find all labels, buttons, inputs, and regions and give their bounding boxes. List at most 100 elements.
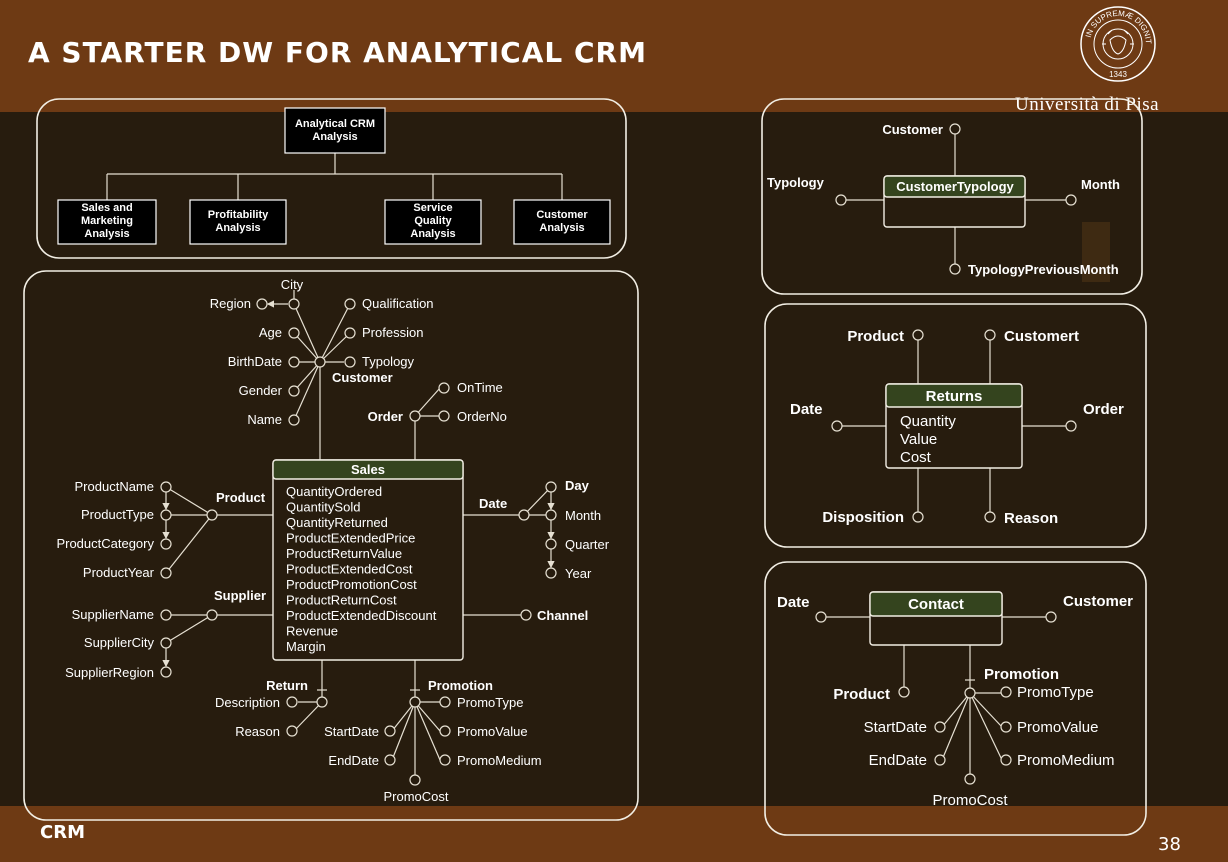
- attr-quarter: Quarter: [565, 537, 610, 552]
- attr-description: Description: [215, 695, 280, 710]
- attr-producttype: ProductType: [81, 507, 154, 522]
- university-seal-icon: IN SUPREMÆ DIGNITATIS 1343: [1078, 4, 1156, 82]
- co-customer: Customer: [1063, 593, 1133, 610]
- customer-typology-circles: [835, 123, 1077, 275]
- footer-label: CRM: [40, 822, 85, 843]
- attr-gender: Gender: [239, 383, 283, 398]
- attr-promotype: PromoType: [457, 695, 523, 710]
- attr-age: Age: [259, 325, 282, 340]
- measure-item: Revenue: [286, 624, 338, 639]
- header-band: [0, 0, 1228, 112]
- footer-band: [0, 806, 1228, 862]
- attr-suppliercity: SupplierCity: [84, 635, 155, 650]
- co-enddate: EndDate: [869, 752, 927, 769]
- attr-typology: Typology: [362, 354, 415, 369]
- co-product: Product: [833, 686, 890, 703]
- returns-labels: Product Customert Date Order Disposition…: [790, 328, 1124, 527]
- rt-order: Order: [1083, 401, 1124, 418]
- attr-promomedium: PromoMedium: [457, 753, 542, 768]
- co-promovalue: PromoValue: [1017, 719, 1098, 736]
- attr-suppliername: SupplierName: [72, 607, 154, 622]
- ct-customer: Customer: [882, 122, 943, 137]
- attr-productcategory: ProductCategory: [56, 536, 154, 551]
- contact-fact-table: Contact: [869, 591, 1003, 646]
- attr-supplierregion: SupplierRegion: [65, 665, 154, 680]
- customer-typology-fact-table: CustomerTypology: [883, 175, 1026, 228]
- customer-typology-fact-name: CustomerTypology: [896, 179, 1014, 194]
- rt-disposition: Disposition: [822, 509, 904, 526]
- hierarchy-panel: [36, 98, 627, 259]
- sales-fact-name: Sales: [351, 462, 385, 477]
- co-promomedium: PromoMedium: [1017, 752, 1115, 769]
- measure-item: Cost: [900, 449, 932, 466]
- seal-year: 1343: [1109, 70, 1127, 79]
- slide-title: A STARTER DW FOR ANALYTICAL CRM: [28, 36, 647, 69]
- returns-lines: [842, 340, 1066, 512]
- attr-region: Region: [210, 296, 251, 311]
- attr-ontime: OnTime: [457, 380, 503, 395]
- returns-fact-name: Returns: [926, 388, 983, 405]
- co-promotype: PromoType: [1017, 684, 1094, 701]
- ct-typology-previous-month: TypologyPreviousMonth: [968, 262, 1119, 277]
- sales-fact-table: Sales QuantityOrderedQuantitySoldQuantit…: [272, 459, 464, 661]
- dim-supplier: Supplier: [214, 588, 266, 603]
- rt-reason: Reason: [1004, 510, 1058, 527]
- sales-labels: City Region Age BirthDate Gender Name Qu…: [56, 277, 609, 804]
- measure-item: ProductReturnValue: [286, 546, 402, 561]
- attr-profession: Profession: [362, 325, 423, 340]
- measure-item: QuantityReturned: [286, 515, 388, 530]
- dim-promotion: Promotion: [428, 678, 493, 693]
- ct-month: Month: [1081, 177, 1120, 192]
- sales-measure-list: QuantityOrderedQuantitySoldQuantityRetur…: [286, 484, 437, 654]
- dim-customer: Customer: [332, 370, 393, 385]
- co-promotion: Promotion: [984, 666, 1059, 683]
- dim-product: Product: [216, 490, 266, 505]
- attr-city: City: [281, 277, 304, 292]
- attr-promovalue: PromoValue: [457, 724, 528, 739]
- attr-qualification: Qualification: [362, 296, 434, 311]
- sales-attribute-circles: [160, 298, 557, 786]
- measure-item: ProductPromotionCost: [286, 577, 417, 592]
- dim-channel: Channel: [537, 608, 588, 623]
- sales-lines: [162, 290, 555, 775]
- customer-typology-panel: [761, 98, 1143, 295]
- attr-name: Name: [247, 412, 282, 427]
- decorative-stripe: [1082, 222, 1110, 282]
- measure-item: ProductReturnCost: [286, 593, 397, 608]
- customer-typology-lines: [846, 134, 1066, 264]
- co-promocost: PromoCost: [932, 792, 1008, 809]
- attr-productname: ProductName: [75, 479, 154, 494]
- sales-panel: [23, 270, 639, 821]
- dim-return: Return: [266, 678, 308, 693]
- contact-labels: Date Customer Product Promotion PromoTyp…: [777, 593, 1133, 809]
- contact-fact-name: Contact: [908, 596, 964, 613]
- rt-customer: Customert: [1004, 328, 1079, 345]
- measure-item: Value: [900, 431, 937, 448]
- returns-panel: [764, 303, 1147, 548]
- hierarchy-tree: [106, 152, 563, 200]
- contact-circles: [815, 611, 1057, 785]
- measure-item: Margin: [286, 639, 326, 654]
- contact-lines: [826, 616, 1046, 774]
- attr-promocost: PromoCost: [383, 789, 448, 804]
- attr-birthdate: BirthDate: [228, 354, 282, 369]
- measure-item: ProductExtendedDiscount: [286, 608, 437, 623]
- co-date: Date: [777, 594, 810, 611]
- ct-typology: Typology: [767, 175, 825, 190]
- attr-orderno: OrderNo: [457, 409, 507, 424]
- attr-productyear: ProductYear: [83, 565, 155, 580]
- measure-item: ProductExtendedCost: [286, 562, 413, 577]
- measure-item: QuantitySold: [286, 500, 360, 515]
- attr-reason: Reason: [235, 724, 280, 739]
- dim-order: Order: [368, 409, 403, 424]
- attr-enddate: EndDate: [328, 753, 379, 768]
